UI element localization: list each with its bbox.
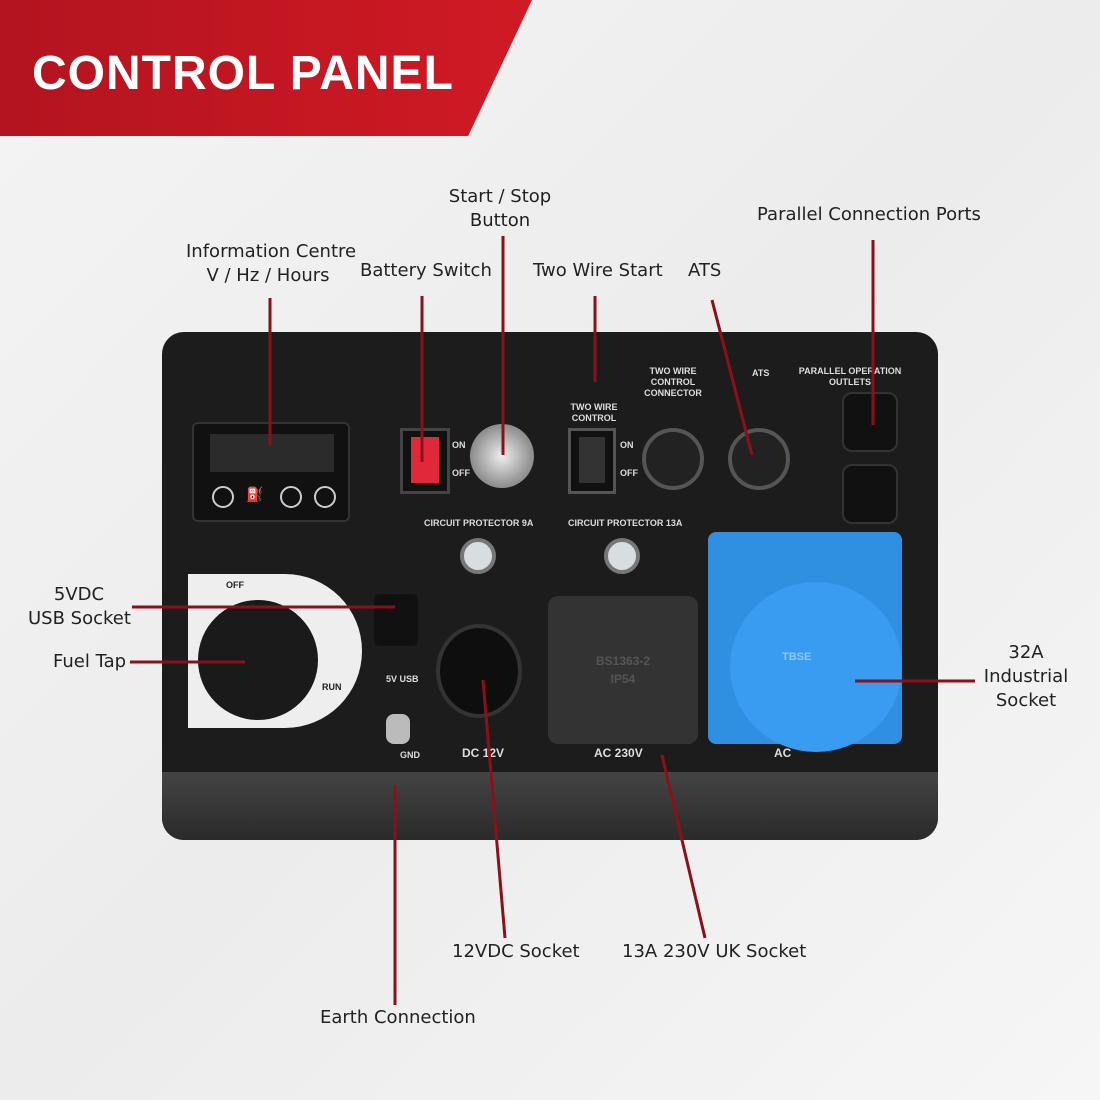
callout-text: V / Hz / Hours xyxy=(206,265,330,286)
brand-label: TBSE xyxy=(782,651,812,663)
callout-information-centre: Information Centre V / Hz / Hours xyxy=(186,240,357,288)
parallel-port-top[interactable] xyxy=(842,392,898,452)
callout-parallel-ports: Parallel Connection Ports xyxy=(757,204,981,225)
panel-base xyxy=(162,772,938,840)
ground-terminal[interactable] xyxy=(386,714,410,744)
dc-socket[interactable] xyxy=(436,624,522,718)
circuit-protector-13a-label: CIRCUIT PROTECTOR 13A xyxy=(568,518,683,528)
circuit-protector-13a[interactable] xyxy=(604,538,640,574)
industrial-socket[interactable]: TBSE xyxy=(708,532,902,752)
cover-text: BS1363-2 xyxy=(595,654,651,668)
fuel-off-label: OFF xyxy=(226,580,244,590)
circuit-protector-9a[interactable] xyxy=(460,538,496,574)
gnd-label: GND xyxy=(400,750,420,760)
battery-switch[interactable] xyxy=(400,428,450,494)
callout-text: 5VDC xyxy=(53,584,105,605)
callout-uk-socket: 13A 230V UK Socket xyxy=(622,941,807,962)
start-stop-button[interactable] xyxy=(470,424,534,488)
ac-label: AC 230V xyxy=(594,746,643,760)
usb-label: 5V USB xyxy=(386,674,419,684)
callout-fuel-tap: Fuel Tap xyxy=(53,651,127,672)
two-wire-connector[interactable] xyxy=(642,428,704,490)
ac-label-2: AC xyxy=(774,746,792,760)
parallel-port-bottom[interactable] xyxy=(842,464,898,524)
callout-text: Industrial xyxy=(983,666,1069,687)
on-label: ON xyxy=(620,440,634,450)
two-wire-connector-label: TWO WIRE CONTROL CONNECTOR xyxy=(644,366,702,398)
callout-usb: 5VDC USB Socket xyxy=(28,583,131,631)
parallel-outlets-label: PARALLEL OPERATION OUTLETS xyxy=(798,366,902,387)
callout-text: Information Centre xyxy=(186,241,357,262)
circuit-protector-9a-label: CIRCUIT PROTECTOR 9A xyxy=(424,518,534,528)
cover-text: IP54 xyxy=(610,672,636,686)
two-wire-switch[interactable] xyxy=(568,428,616,494)
usb-socket[interactable] xyxy=(374,594,418,646)
callout-earth: Earth Connection xyxy=(320,1007,476,1028)
off-label: OFF xyxy=(620,468,638,478)
ats-connector[interactable] xyxy=(728,428,790,490)
display-icon xyxy=(280,486,302,508)
display-icon xyxy=(314,486,336,508)
callout-text: USB Socket xyxy=(28,608,131,629)
title-banner: CONTROL PANEL xyxy=(0,0,532,136)
ats-panel-label: ATS xyxy=(752,368,770,378)
callout-text: Socket xyxy=(995,690,1057,711)
uk-socket-cover[interactable]: BS1363-2 IP54 xyxy=(548,596,698,744)
display-icon xyxy=(212,486,234,508)
fuel-run-label: RUN xyxy=(322,682,342,692)
fuel-tap-knob[interactable] xyxy=(198,600,318,720)
dc-label: DC 12V xyxy=(462,746,505,760)
oil-icon: ⛽ xyxy=(246,486,264,502)
page-title: CONTROL PANEL xyxy=(32,47,454,100)
callout-text: Button xyxy=(469,210,531,231)
callout-two-wire-start: Two Wire Start xyxy=(533,260,663,281)
two-wire-control-label: TWO WIRE CONTROL xyxy=(570,402,618,423)
information-display: ⛽ xyxy=(192,422,350,522)
on-label: ON xyxy=(452,440,466,450)
callout-battery-switch: Battery Switch xyxy=(360,260,492,281)
industrial-socket-lid[interactable] xyxy=(730,582,902,752)
callout-ats: ATS xyxy=(688,260,722,281)
callout-12vdc: 12VDC Socket xyxy=(452,941,580,962)
lcd-screen xyxy=(210,434,334,472)
control-panel: ⛽ ON OFF TWO WIRE CONTROL ON OFF TWO WIR… xyxy=(162,332,938,840)
off-label: OFF xyxy=(452,468,470,478)
display-buttons: ⛽ xyxy=(212,486,336,508)
callout-text: 32A xyxy=(1008,642,1044,663)
callout-text: Start / Stop xyxy=(448,186,552,207)
